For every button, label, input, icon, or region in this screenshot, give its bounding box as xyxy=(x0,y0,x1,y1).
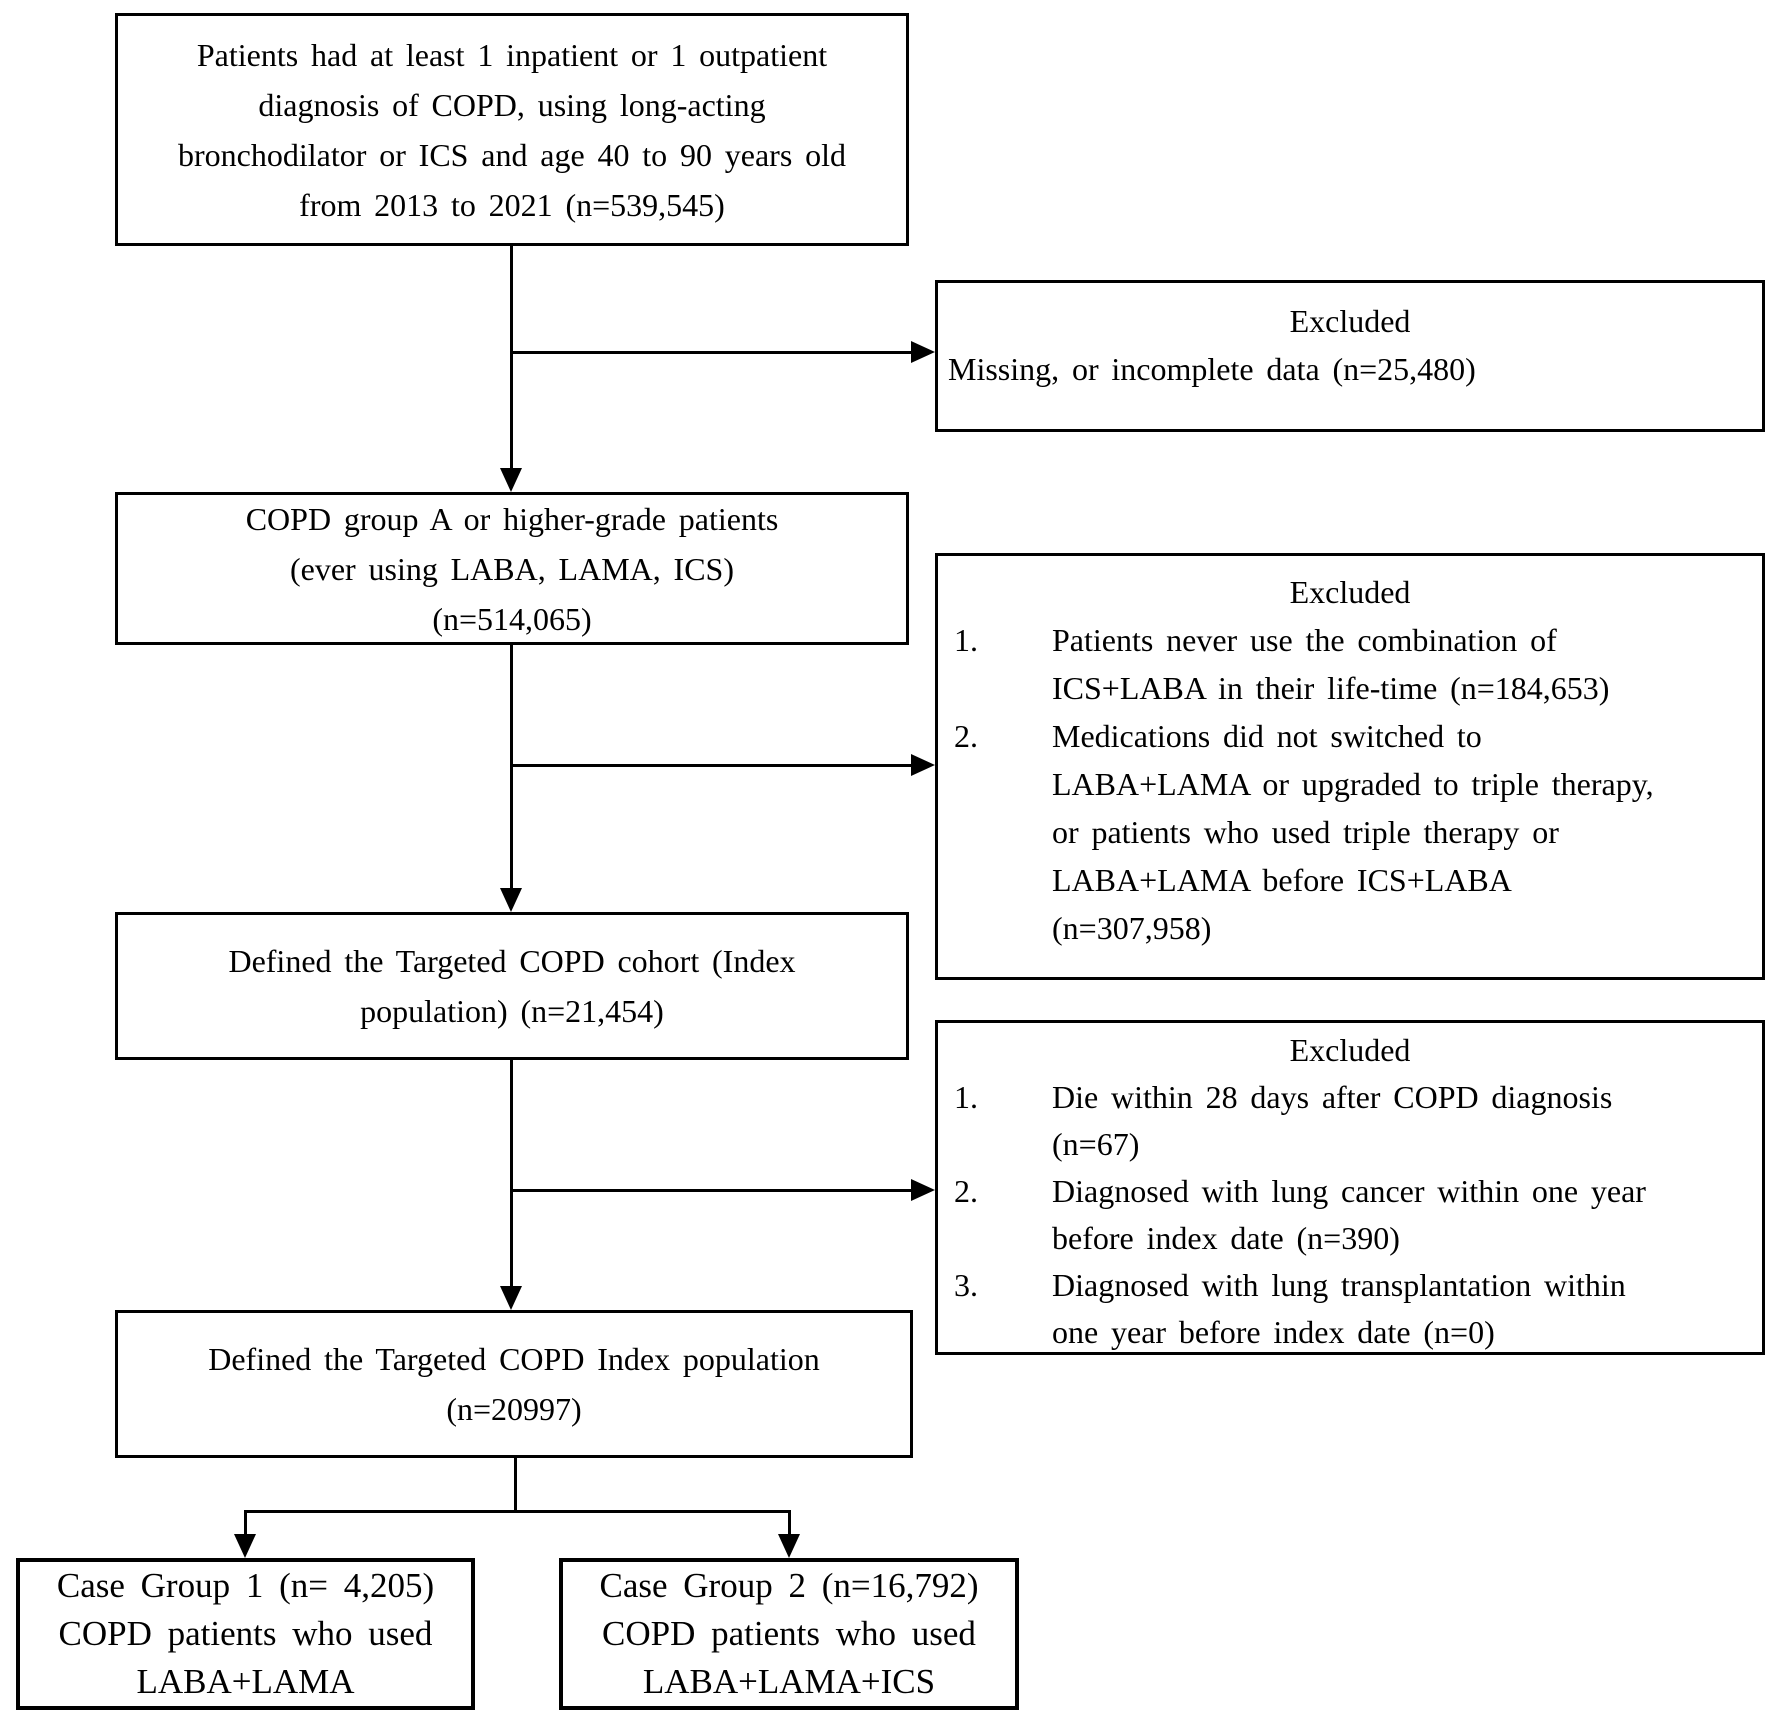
exclusion-3-item-2: 2. Diagnosed with lung cancer within one… xyxy=(938,1168,1762,1262)
flow-box-targeted-cohort: Defined the Targeted COPD cohort (Index … xyxy=(115,912,909,1060)
connector-line xyxy=(510,764,913,767)
list-number: 2. xyxy=(954,1173,978,1209)
exclusion-2-title: Excluded xyxy=(1289,574,1411,610)
exclusion-3-title: Excluded xyxy=(1289,1032,1411,1068)
exclusion-1-item: Missing, or incomplete data (n=25,480) xyxy=(948,351,1476,387)
list-item-text: Medications did not switched to LABA+LAM… xyxy=(1052,718,1654,946)
exclusion-box-2: Excluded 1. Patients never use the combi… xyxy=(935,553,1765,980)
arrow-down-icon xyxy=(234,1534,256,1558)
flow-box-case-group-1: Case Group 1 (n= 4,205) COPD patients wh… xyxy=(16,1558,475,1710)
list-item-text: Diagnosed with lung cancer within one ye… xyxy=(1052,1173,1646,1256)
flow-box-copd-group-a: COPD group A or higher-grade patients (e… xyxy=(115,492,909,645)
arrow-down-icon xyxy=(500,888,522,912)
list-item-text: Diagnosed with lung transplantation with… xyxy=(1052,1267,1626,1350)
connector-line xyxy=(510,645,513,890)
arrow-right-icon xyxy=(911,754,935,776)
connector-line xyxy=(510,246,513,472)
exclusion-3-item-1: 1. Die within 28 days after COPD diagnos… xyxy=(938,1074,1762,1168)
connector-line xyxy=(510,351,913,354)
exclusion-box-1: Excluded Missing, or incomplete data (n=… xyxy=(935,280,1765,432)
list-number: 2. xyxy=(954,718,978,754)
exclusion-1-title: Excluded xyxy=(1289,303,1411,339)
flow-box-index-population: Defined the Targeted COPD Index populati… xyxy=(115,1310,913,1458)
list-item-text: Patients never use the combination of IC… xyxy=(1052,622,1610,706)
exclusion-3-item-3: 3. Diagnosed with lung transplantation w… xyxy=(938,1262,1762,1356)
arrow-down-icon xyxy=(500,1286,522,1310)
list-number: 1. xyxy=(954,1079,978,1115)
exclusion-2-item-1: 1. Patients never use the combination of… xyxy=(938,616,1762,712)
connector-line xyxy=(514,1458,517,1513)
arrow-down-icon xyxy=(500,468,522,492)
connector-line xyxy=(788,1510,791,1538)
connector-line xyxy=(510,1060,513,1288)
list-item-text: Die within 28 days after COPD diagnosis … xyxy=(1052,1079,1613,1162)
list-number: 1. xyxy=(954,622,978,658)
connector-line xyxy=(510,1189,913,1192)
arrow-right-icon xyxy=(911,341,935,363)
connector-line xyxy=(244,1510,791,1513)
connector-line xyxy=(244,1510,247,1538)
exclusion-box-3: Excluded 1. Die within 28 days after COP… xyxy=(935,1020,1765,1355)
arrow-down-icon xyxy=(778,1534,800,1558)
arrow-right-icon xyxy=(911,1179,935,1201)
flow-box-initial-population: Patients had at least 1 inpatient or 1 o… xyxy=(115,13,909,246)
flow-box-case-group-2: Case Group 2 (n=16,792) COPD patients wh… xyxy=(559,1558,1019,1710)
exclusion-2-item-2: 2. Medications did not switched to LABA+… xyxy=(938,712,1762,952)
list-number: 3. xyxy=(954,1267,978,1303)
